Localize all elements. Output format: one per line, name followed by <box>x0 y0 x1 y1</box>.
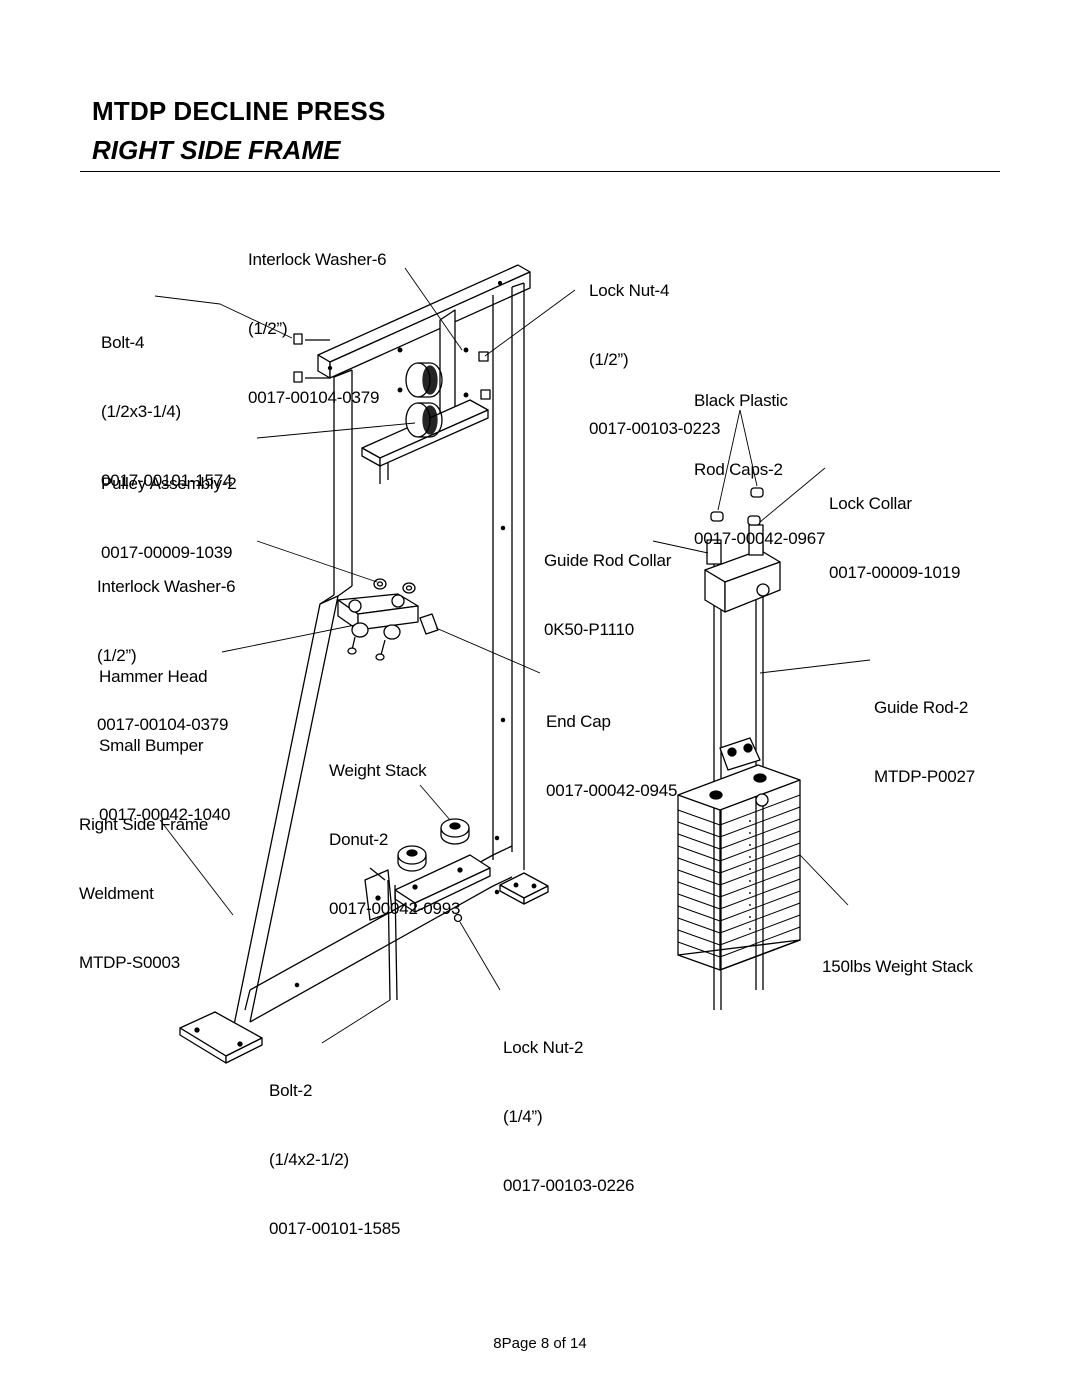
hammer-head-bumper-bracket <box>337 578 439 661</box>
right-side-frame-weldment <box>179 264 549 1064</box>
label-bolt-2: Bolt-2 (1/4x2-1/2) 0017-00101-1585 <box>269 1033 400 1263</box>
label-line: 0017-00009-1039 <box>101 543 233 562</box>
label-bolt-4: Bolt-4 (1/2x3-1/4) 0017-00101-1574 <box>101 285 232 515</box>
label-line: Lock Collar <box>829 494 912 513</box>
label-lock-nut-2: Lock Nut-2 (1/4”) 0017-00103-0226 <box>503 990 634 1220</box>
pulley-assembly <box>361 309 489 484</box>
page-number: 8Page 8 of 14 <box>493 1335 587 1352</box>
lock-nut-4-parts <box>478 351 491 400</box>
bolt-2-parts <box>364 867 398 1001</box>
label-line: (1/2”) <box>97 646 137 665</box>
label-line: Rod Caps-2 <box>694 460 783 479</box>
label-guide-rod: Guide Rod-2 MTDP-P0027 <box>874 650 975 811</box>
label-end-cap: End Cap 0017-00042-0945 <box>546 664 677 825</box>
label-line: 0017-00104-0379 <box>248 388 380 407</box>
label-line: Interlock Washer-6 <box>248 250 387 269</box>
label-line: (1/2”) <box>589 350 629 369</box>
label-line: (1/4”) <box>503 1107 543 1126</box>
label-line: Guide Rod Collar <box>544 551 672 570</box>
label-line: 150lbs Weight Stack <box>822 957 973 976</box>
label-interlock-washer-mid: Interlock Washer-6 (1/2”) 0017-00104-037… <box>97 529 236 759</box>
label-line: Lock Nut-2 <box>503 1038 584 1057</box>
bolt-4-parts <box>293 333 330 383</box>
weight-stack-donuts <box>397 818 470 872</box>
label-line: Weldment <box>79 884 154 903</box>
label-line: (1/2x3-1/4) <box>101 402 182 421</box>
label-line: Bolt-4 <box>101 333 145 352</box>
label-line: Donut-2 <box>329 830 389 849</box>
label-line: (1/2”) <box>248 319 288 338</box>
label-line: Right Side Frame <box>79 815 209 834</box>
label-line: Pulley Assembly-2 <box>101 474 237 493</box>
label-line: Weight Stack <box>329 761 427 780</box>
label-line: 0017-00103-0223 <box>589 419 721 438</box>
label-line: 0017-00042-0945 <box>546 781 678 800</box>
weight-stack-assembly <box>677 487 801 1010</box>
label-line: MTDP-P0027 <box>874 767 975 786</box>
label-line: MTDP-S0003 <box>79 953 180 972</box>
label-line: 0017-00009-1019 <box>829 563 961 582</box>
header-divider <box>80 171 1000 172</box>
label-line: Black Plastic <box>694 391 788 410</box>
label-line: 0017-00103-0226 <box>503 1176 635 1195</box>
label-line: Lock Nut-4 <box>589 281 670 300</box>
label-hammer-head-bumper: Hammer Head Small Bumper 0017-00042-1040 <box>99 619 230 849</box>
label-line: Interlock Washer-6 <box>97 577 236 596</box>
page-title: MTDP DECLINE PRESS <box>92 96 386 126</box>
label-line: 0017-00042-0967 <box>694 529 826 548</box>
label-line: 0017-00042-0993 <box>329 899 461 918</box>
label-line: Guide Rod-2 <box>874 698 969 717</box>
label-right-side-frame: Right Side Frame Weldment MTDP-S0003 <box>79 767 208 997</box>
label-line: 0017-00101-1585 <box>269 1219 401 1238</box>
label-line: Hammer Head <box>99 667 208 686</box>
label-weight-stack-donut: Weight Stack Donut-2 0017-00042-0993 <box>329 713 460 943</box>
lock-nut-2-part <box>453 913 463 923</box>
label-weight-stack: 150lbs Weight Stack <box>822 909 973 1001</box>
label-interlock-washer-top: Interlock Washer-6 (1/2”) 0017-00104-037… <box>248 202 387 432</box>
label-line: 0017-00042-1040 <box>99 805 231 824</box>
label-line: End Cap <box>546 712 611 731</box>
label-black-plastic-rod-caps: Black Plastic Rod Caps-2 0017-00042-0967 <box>694 343 825 573</box>
label-lock-collar: Lock Collar 0017-00009-1019 <box>829 446 960 607</box>
label-guide-rod-collar: Guide Rod Collar 0K50-P1110 <box>544 503 671 664</box>
label-line: Small Bumper <box>99 736 204 755</box>
label-line: 0017-00101-1574 <box>101 471 233 490</box>
label-line: 0017-00104-0379 <box>97 715 229 734</box>
page-subtitle: RIGHT SIDE FRAME <box>92 135 341 165</box>
label-line: Bolt-2 <box>269 1081 313 1100</box>
label-line: (1/4x2-1/2) <box>269 1150 350 1169</box>
label-pulley-assembly: Pulley Assembly-2 0017-00009-1039 <box>101 426 237 587</box>
label-line: 0K50-P1110 <box>544 620 634 639</box>
leader-lines <box>154 267 871 1044</box>
label-lock-nut-4: Lock Nut-4 (1/2”) 0017-00103-0223 <box>589 233 720 463</box>
